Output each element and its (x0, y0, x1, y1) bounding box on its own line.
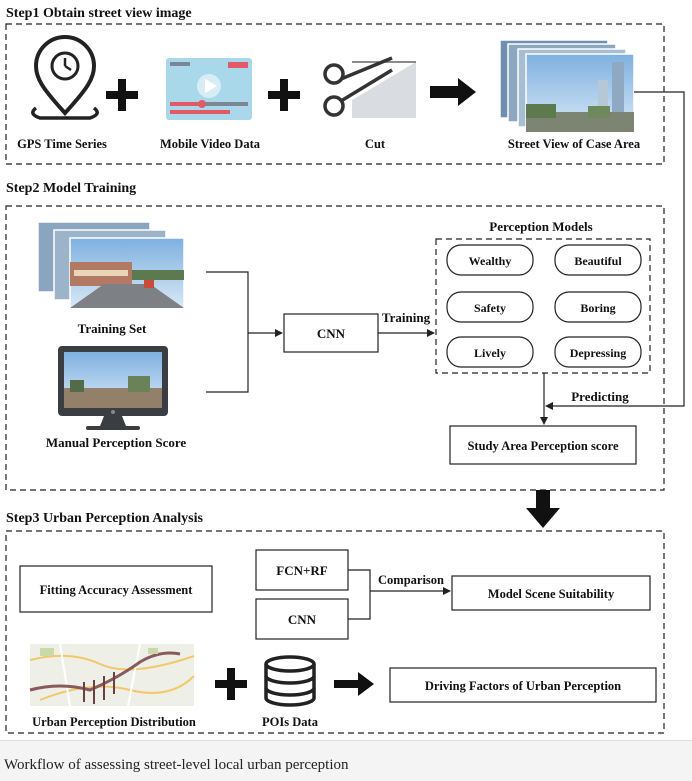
model-pill-safety (446, 291, 534, 323)
manual-label: Manual Perception Score (46, 435, 187, 450)
study-label: Study Area Perception score (467, 439, 618, 453)
model-safety: Safety (474, 301, 506, 315)
step2-frame (5, 205, 665, 491)
driving-box (389, 667, 657, 703)
training-arrow-label: Training (382, 310, 431, 325)
distribution-label: Urban Perception Distribution (32, 715, 196, 729)
model-pill-beautiful (554, 244, 642, 276)
scissors-cut-icon (323, 56, 416, 118)
right-arrow-icon (334, 672, 374, 696)
step2-title: Step2 Model Training (6, 181, 136, 196)
streetview-label: Street View of Case Area (508, 137, 641, 151)
model-pill-lively (446, 336, 534, 368)
cut-label: Cut (365, 137, 386, 151)
comparison-label: Comparison (378, 573, 444, 587)
figure-caption: Workflow of assessing street-level local… (4, 757, 349, 773)
cnn3-box (255, 598, 349, 640)
video-label: Mobile Video Data (160, 137, 261, 151)
models-title: Perception Models (489, 219, 592, 234)
suitability-label: Model Scene Suitability (488, 587, 615, 601)
model-wealthy: Wealthy (469, 254, 512, 268)
fcn-label: FCN+RF (276, 563, 328, 578)
fitting-label: Fitting Accuracy Assessment (40, 583, 194, 597)
urban-perception-map (29, 643, 195, 707)
cnn3-label: CNN (288, 612, 317, 627)
step1-frame (5, 23, 665, 165)
gps-location-icon (31, 35, 99, 120)
model-depressing: Depressing (570, 346, 626, 360)
fcn-box (255, 549, 349, 591)
training-set-label: Training Set (78, 321, 147, 336)
plus-icon (268, 79, 300, 111)
model-pill-wealthy (446, 244, 534, 276)
step1-title: Step1 Obtain street view image (6, 6, 192, 21)
model-beautiful: Beautiful (574, 254, 622, 268)
cnn-box (283, 313, 379, 353)
predicting-label: Predicting (571, 389, 629, 404)
suitability-box (451, 575, 651, 611)
down-arrow-icon (526, 490, 560, 528)
plus-icon (215, 668, 247, 700)
database-icon (264, 655, 316, 707)
street-view-images (499, 39, 635, 133)
figure-caption-bar: Workflow of assessing street-level local… (0, 740, 692, 781)
model-boring: Boring (580, 301, 615, 315)
poi-label: POIs Data (262, 715, 319, 729)
study-area-box (449, 425, 637, 465)
model-pill-depressing (554, 336, 642, 368)
step3-title: Step3 Urban Perception Analysis (6, 511, 203, 526)
cnn-label: CNN (317, 326, 346, 341)
gps-label: GPS Time Series (17, 137, 107, 151)
predicting-connector (545, 91, 685, 410)
bracket-connector (206, 271, 249, 393)
model-pill-boring (554, 291, 642, 323)
comparison-bracket (348, 569, 371, 620)
plus-icon (106, 79, 138, 111)
driving-label: Driving Factors of Urban Perception (425, 679, 621, 693)
models-frame (435, 238, 651, 374)
video-player-icon (166, 58, 252, 120)
monitor-icon (58, 346, 168, 430)
model-lively: Lively (474, 346, 506, 360)
training-set-images (37, 221, 185, 309)
fitting-box (19, 565, 213, 613)
right-arrow-icon (430, 78, 476, 106)
